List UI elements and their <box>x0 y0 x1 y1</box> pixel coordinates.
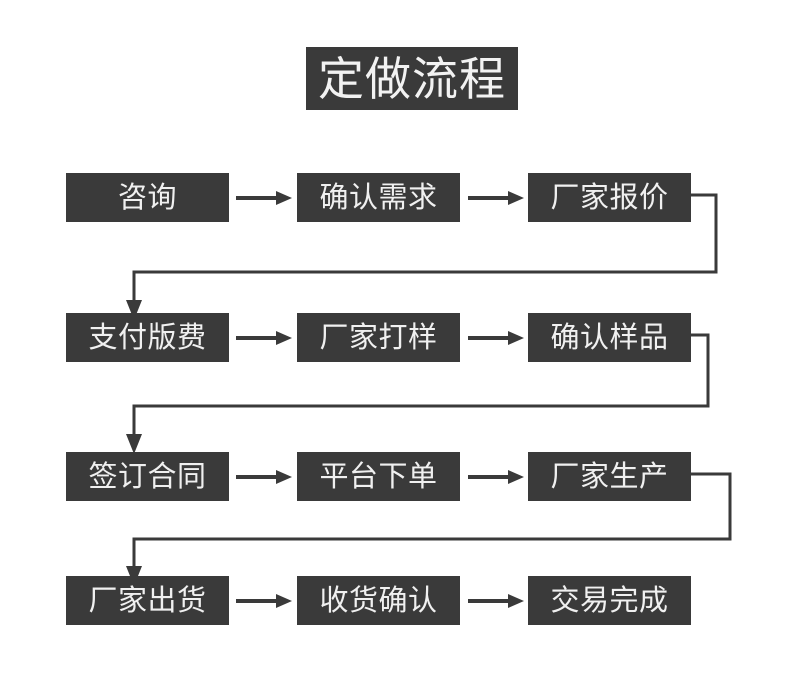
flow-node-n11[interactable]: 收货确认 <box>297 576 460 625</box>
arrow-right-icon-n5-n6 <box>468 331 524 345</box>
wrap-connector-n6-n7-down <box>126 404 700 454</box>
diagram-title: 定做流程 <box>306 47 518 110</box>
flow-node-n4[interactable]: 支付版费 <box>66 313 229 362</box>
flow-node-label: 支付版费 <box>88 320 207 354</box>
arrow-right-icon-n10-n11 <box>236 594 292 608</box>
flow-node-label: 厂家打样 <box>319 320 438 354</box>
flow-node-n7[interactable]: 签订合同 <box>66 452 229 501</box>
flow-node-n5[interactable]: 厂家打样 <box>297 313 460 362</box>
flow-node-n10[interactable]: 厂家出货 <box>66 576 229 625</box>
arrow-right-icon-n4-n5 <box>236 331 292 345</box>
flow-node-n12[interactable]: 交易完成 <box>528 576 691 625</box>
flow-node-label: 厂家生产 <box>550 459 669 493</box>
flow-node-n1[interactable]: 咨询 <box>66 173 229 222</box>
flow-node-n3[interactable]: 厂家报价 <box>528 173 691 222</box>
wrap-connector-n9-n10-right <box>686 472 732 541</box>
arrow-right-icon-n8-n9 <box>468 470 524 484</box>
flow-node-label: 咨询 <box>117 180 177 214</box>
flow-node-label: 收货确认 <box>319 583 438 617</box>
wrap-connector-n3-n4-right <box>686 193 718 274</box>
flow-node-label: 平台下单 <box>319 459 438 493</box>
arrow-right-icon-n11-n12 <box>468 594 524 608</box>
flow-node-label: 厂家出货 <box>88 583 207 617</box>
wrap-connector-n6-n7-right <box>686 333 710 408</box>
flow-node-label: 确认需求 <box>319 180 438 214</box>
arrow-right-icon-n2-n3 <box>468 191 524 205</box>
flow-node-n2[interactable]: 确认需求 <box>297 173 460 222</box>
flow-node-label: 确认样品 <box>550 320 669 354</box>
arrow-right-icon-n7-n8 <box>236 470 292 484</box>
flow-node-label: 签订合同 <box>88 459 207 493</box>
flow-node-n9[interactable]: 厂家生产 <box>528 452 691 501</box>
flow-node-n8[interactable]: 平台下单 <box>297 452 460 501</box>
arrow-right-icon-n1-n2 <box>236 191 292 205</box>
flow-node-label: 交易完成 <box>550 583 669 617</box>
flow-node-n6[interactable]: 确认样品 <box>528 313 691 362</box>
flow-node-label: 厂家报价 <box>550 180 669 214</box>
